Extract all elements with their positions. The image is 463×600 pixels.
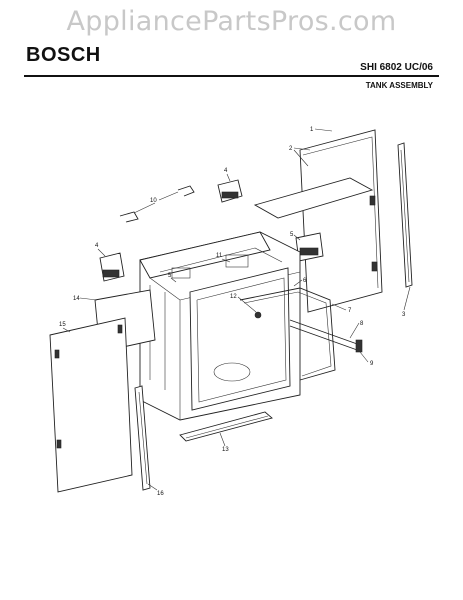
screw [254, 311, 262, 319]
clip-upper [177, 185, 195, 197]
svg-text:3: 3 [402, 312, 406, 318]
svg-text:1: 1 [310, 127, 314, 133]
callout-6: 6 [293, 278, 307, 287]
svg-text:16: 16 [157, 491, 164, 497]
svg-text:4: 4 [95, 243, 99, 249]
callout-5a: 5 [290, 232, 301, 241]
callout-7: 7 [331, 303, 352, 314]
watermark: AppliancePartsPros.com [66, 6, 397, 37]
callout-16: 16 [147, 483, 164, 497]
callout-1: 1 [310, 127, 333, 133]
spray-tube [239, 287, 336, 381]
callout-8: 8 [349, 321, 364, 339]
callout-2: 2 [289, 146, 311, 167]
svg-text:10: 10 [150, 198, 157, 204]
drain-hose [289, 319, 363, 353]
svg-text:11: 11 [216, 253, 223, 259]
svg-text:15: 15 [59, 322, 66, 328]
svg-text:5: 5 [290, 232, 294, 238]
mounting-bracket-top [217, 179, 243, 203]
callout-11: 11 [216, 253, 231, 263]
base-rail [179, 411, 273, 442]
callout-3: 3 [402, 286, 411, 318]
header-rule [24, 75, 439, 77]
mounting-bracket-left [99, 252, 125, 282]
model-number: SHI 6802 UC/06 [360, 62, 433, 73]
callout-14: 14 [73, 296, 98, 302]
front-seal-strip [134, 385, 151, 491]
callout-4a: 4 [224, 168, 231, 182]
callout-10: 10 [133, 191, 179, 214]
clip-lower [119, 211, 139, 223]
section-title: TANK ASSEMBLY [365, 81, 433, 90]
svg-text:6: 6 [303, 278, 307, 284]
brand-logo: BOSCH [26, 44, 101, 66]
front-panel [49, 317, 133, 493]
svg-text:5: 5 [168, 273, 172, 279]
svg-text:14: 14 [73, 296, 80, 302]
callout-12: 12 [230, 294, 257, 313]
callout-15: 15 [59, 322, 71, 333]
side-panel-right [299, 129, 383, 313]
svg-text:12: 12 [230, 294, 237, 300]
svg-text:2: 2 [289, 146, 293, 152]
svg-text:13: 13 [222, 447, 229, 453]
svg-text:9: 9 [370, 361, 374, 367]
svg-text:4: 4 [224, 168, 228, 174]
tank-body [139, 231, 301, 421]
side-seal-strip [397, 142, 413, 288]
callout-4b: 4 [95, 243, 106, 257]
callout-13: 13 [219, 432, 229, 453]
svg-text:8: 8 [360, 321, 364, 327]
callout-5b: 5 [168, 273, 177, 283]
top-panel [253, 177, 374, 219]
svg-text:7: 7 [348, 308, 352, 314]
callout-9: 9 [359, 351, 374, 367]
